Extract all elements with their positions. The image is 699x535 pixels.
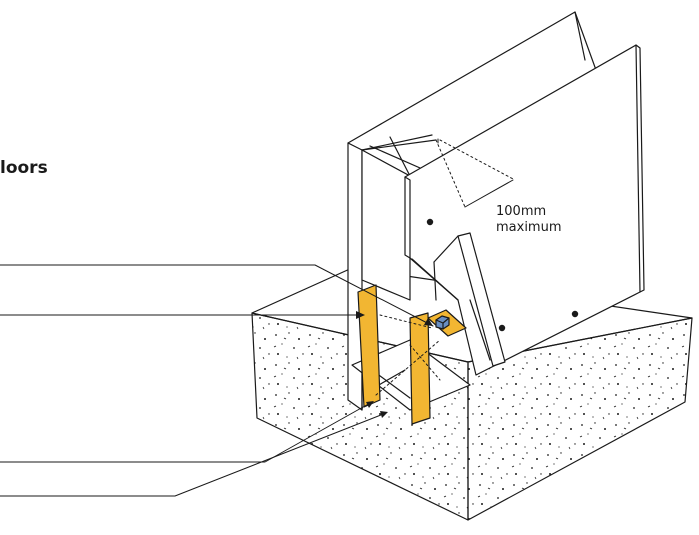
diagonal-brace <box>433 232 506 367</box>
leader-line-3 <box>0 401 373 463</box>
section-heading: loors <box>0 158 48 178</box>
slab-right-face <box>467 317 693 521</box>
front-wall-panel <box>404 44 645 376</box>
nail-dot-icon <box>426 218 579 332</box>
leader-line-1 <box>0 264 434 327</box>
dimension-value: 100mm <box>496 204 547 219</box>
arrowheads <box>356 311 433 418</box>
dimension-label: 100mm maximum <box>496 204 562 236</box>
hex-bolt-icon <box>435 315 450 330</box>
dimension-marker <box>435 138 516 208</box>
leader-line-4 <box>0 412 387 497</box>
leader-lines <box>0 264 434 497</box>
hold-down-bracket-right <box>409 312 431 425</box>
dimension-qualifier: maximum <box>496 220 562 235</box>
